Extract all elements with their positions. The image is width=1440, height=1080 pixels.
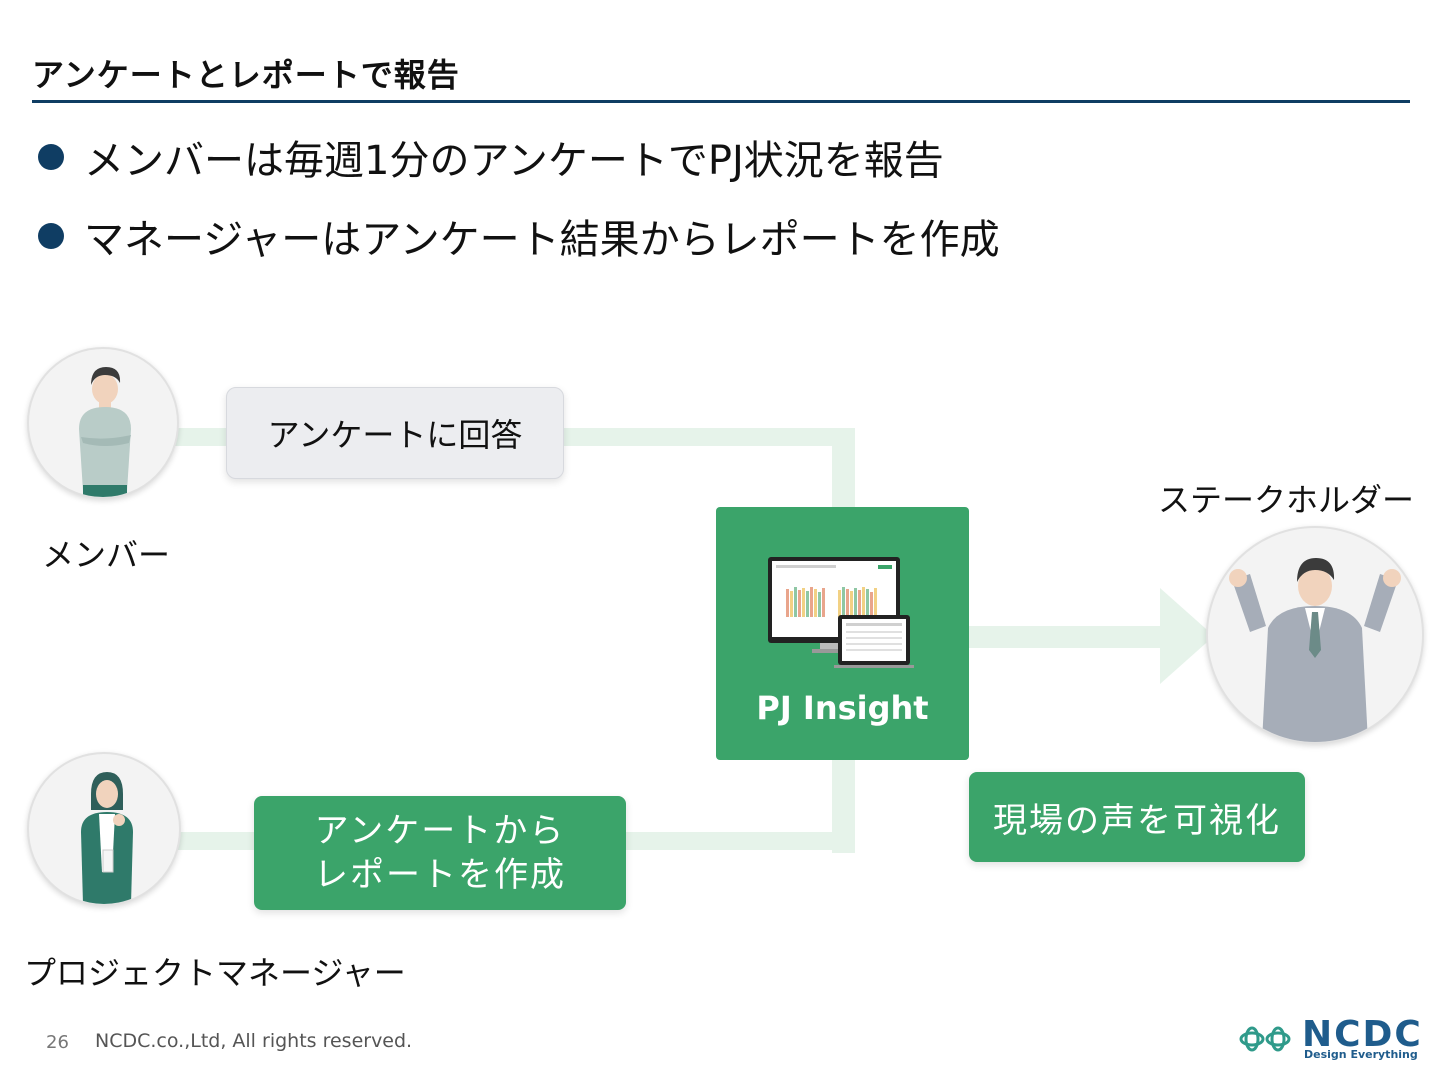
- create-report-line1: アンケートから: [314, 811, 566, 851]
- bullet-dot-icon: [38, 223, 64, 249]
- stakeholder-avatar: [1206, 526, 1424, 744]
- create-report-box: アンケートから レポートを作成: [254, 796, 626, 910]
- create-report-line2: レポートを作成: [314, 855, 566, 895]
- survey-answer-text: アンケートに回答: [267, 416, 523, 454]
- connector-stakeholder: [968, 626, 1168, 648]
- page-number: 26: [46, 1032, 69, 1053]
- member-person-icon: [79, 367, 131, 497]
- bullet-dot-icon: [38, 144, 64, 170]
- logo-tagline: Design Everything: [1304, 1048, 1418, 1061]
- copyright-text: NCDC.co.,Ltd, All rights reserved.: [95, 1030, 413, 1052]
- logo-text: NCDC: [1302, 1014, 1423, 1055]
- bullet-text: メンバーは毎週1分のアンケートでPJ状況を報告: [84, 138, 944, 184]
- survey-answer-box: アンケートに回答: [226, 387, 564, 479]
- bullet-item: メンバーは毎週1分のアンケートでPJ状況を報告: [38, 128, 944, 186]
- ncdc-logo-icon: [1239, 1026, 1291, 1052]
- pm-person-icon: [81, 772, 133, 904]
- product-name: PJ Insight: [756, 689, 929, 727]
- page-title: アンケートとレポートで報告: [32, 56, 460, 94]
- stakeholder-person-icon: [1229, 558, 1401, 742]
- dashboard-screenshot-icon: [768, 557, 914, 668]
- pm-avatar: [27, 752, 181, 906]
- bullet-text: マネージャーはアンケート結果からレポートを作成: [84, 217, 1000, 263]
- stakeholder-label: ステークホルダー: [1158, 481, 1415, 519]
- arrow-head-icon: [1160, 588, 1214, 684]
- visualize-box: 現場の声を可視化: [969, 772, 1305, 862]
- member-avatar: [27, 347, 179, 499]
- pj-insight-box: PJ Insight: [716, 507, 969, 760]
- visualize-text: 現場の声を可視化: [993, 800, 1281, 841]
- title-underline: [32, 100, 1410, 103]
- pm-label: プロジェクトマネージャー: [24, 954, 406, 992]
- member-label: メンバー: [42, 536, 171, 574]
- bullet-item: マネージャーはアンケート結果からレポートを作成: [38, 207, 1000, 265]
